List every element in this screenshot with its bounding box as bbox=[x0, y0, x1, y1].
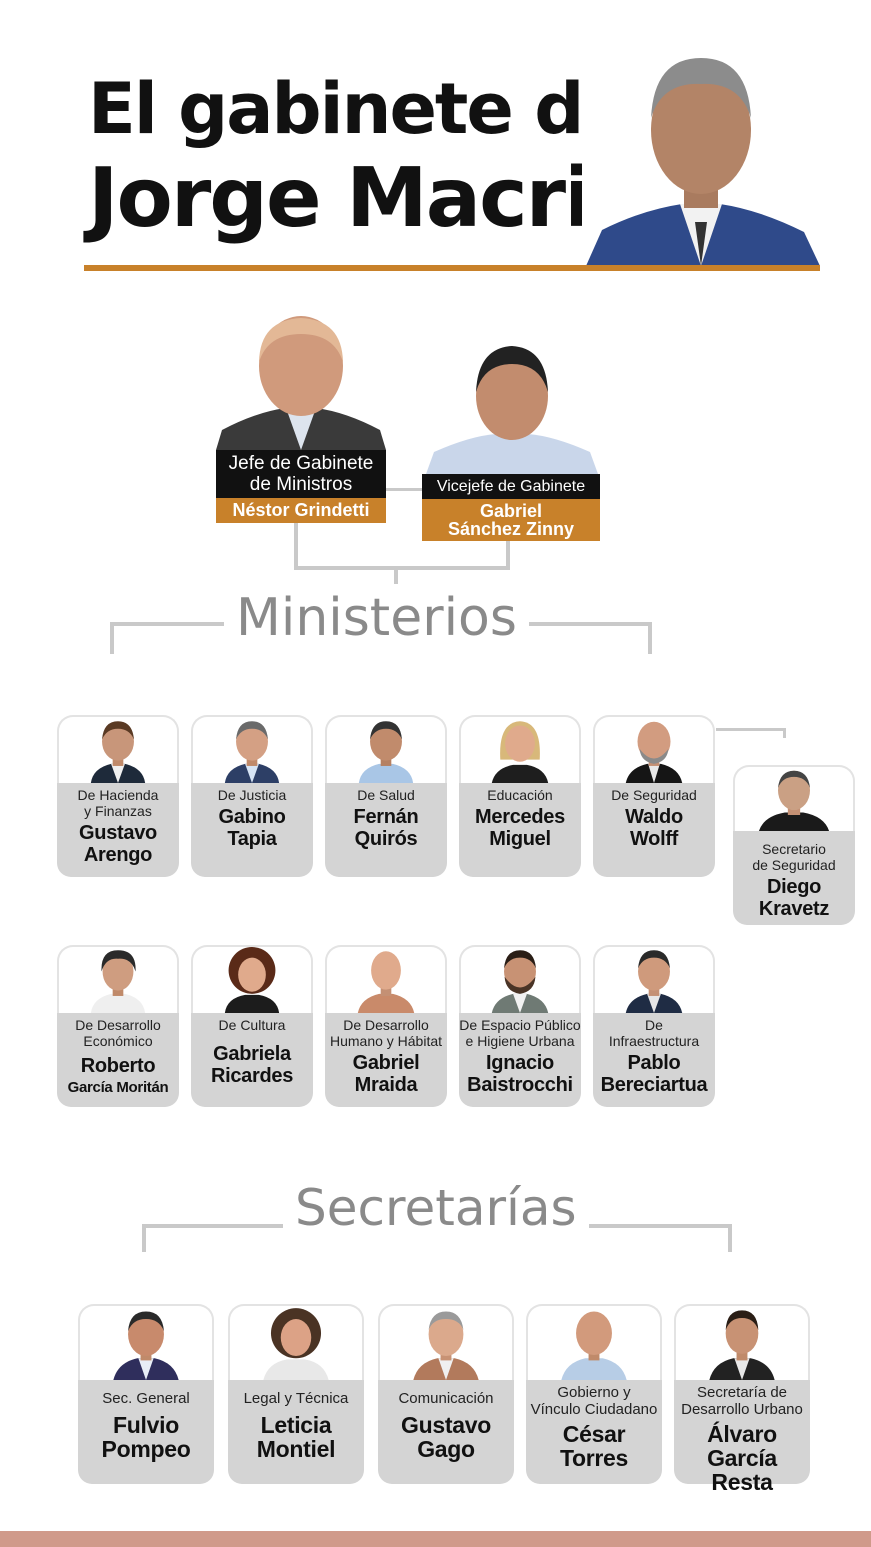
photo-fernan-quiros bbox=[325, 715, 447, 783]
lead-label-jefe: Jefe de Gabinete de Ministros Néstor Gri… bbox=[216, 450, 386, 523]
card-name-2: García Moritán bbox=[67, 1079, 169, 1096]
connector-line bbox=[506, 536, 510, 568]
lead-name: Néstor Grindetti bbox=[216, 498, 386, 523]
card-name: Roberto bbox=[80, 1055, 156, 1077]
secretaria-card: Sec. General Fulvio Pompeo bbox=[78, 1380, 214, 1484]
card-role: De Hacienda y Finanzas bbox=[77, 787, 159, 819]
photo-gustavo-arengo bbox=[57, 715, 179, 783]
minister-card: De Salud Fernán Quirós bbox=[325, 783, 447, 877]
card-role: Gobierno y Vínculo Ciudadano bbox=[530, 1384, 658, 1418]
photo-cesar-torres bbox=[526, 1304, 662, 1380]
photo-gabino-tapia bbox=[191, 715, 313, 783]
title-line-1: El gabinete de bbox=[88, 68, 630, 150]
photo-gustavo-gago bbox=[378, 1304, 514, 1380]
card-role: Sec. General bbox=[102, 1390, 190, 1407]
minister-card: De Desarrollo Económico Roberto García M… bbox=[57, 1013, 179, 1107]
photo-gabriela-ricardes bbox=[191, 945, 313, 1013]
photo-alvaro-garcia-resta bbox=[674, 1304, 810, 1380]
minister-card: De Infraestructura Pablo Bereciartua bbox=[593, 1013, 715, 1107]
card-name: César Torres bbox=[559, 1421, 629, 1471]
photo-waldo-wolff bbox=[593, 715, 715, 783]
card-name: Gabriela Ricardes bbox=[210, 1043, 294, 1087]
header-rule bbox=[84, 265, 820, 271]
connector-line bbox=[728, 1224, 732, 1252]
connector-line bbox=[394, 566, 398, 584]
secretaria-card: Legal y Técnica Leticia Montiel bbox=[228, 1380, 364, 1484]
minister-card: De Seguridad Waldo Wolff bbox=[593, 783, 715, 877]
photo-gabriel-mraida bbox=[325, 945, 447, 1013]
card-role: Legal y Técnica bbox=[243, 1390, 349, 1407]
secretario-seguridad-card: Secretario de Seguridad Diego Kravetz bbox=[733, 831, 855, 925]
title-line-2: Jorge Macri bbox=[88, 151, 592, 246]
card-name: Gustavo Gago bbox=[401, 1412, 491, 1462]
card-name: Mercedes Miguel bbox=[475, 806, 565, 850]
card-name: Gabriel Mraida bbox=[352, 1052, 420, 1096]
secretaria-card: Comunicación Gustavo Gago bbox=[378, 1380, 514, 1484]
lead-label-vicejefe: Vicejefe de Gabinete Gabriel Sánchez Zin… bbox=[422, 474, 600, 541]
card-role: De Cultura bbox=[218, 1017, 286, 1033]
card-role: De Justicia bbox=[217, 787, 287, 803]
minister-card: De Espacio Público e Higiene Urbana Igna… bbox=[459, 1013, 581, 1107]
card-role: De Infraestructura bbox=[608, 1017, 700, 1049]
card-role: De Seguridad bbox=[611, 787, 697, 803]
card-role: Secretaría de Desarrollo Urbano bbox=[681, 1384, 803, 1418]
photo-fulvio-pompeo bbox=[78, 1304, 214, 1380]
section-title-ministerios: Ministerios bbox=[224, 592, 529, 644]
connector-line bbox=[716, 728, 786, 731]
card-role: De Salud bbox=[357, 787, 415, 803]
photo-diego-kravetz bbox=[733, 765, 855, 831]
photo-leticia-montiel bbox=[228, 1304, 364, 1380]
photo-mercedes-miguel bbox=[459, 715, 581, 783]
card-role: De Desarrollo Económico bbox=[75, 1017, 161, 1049]
connector-line bbox=[648, 622, 652, 654]
connector-line bbox=[142, 1224, 146, 1252]
photo-ignacio-baistrocchi bbox=[459, 945, 581, 1013]
card-name: Fulvio Pompeo bbox=[101, 1412, 191, 1462]
photo-pablo-bereciartua bbox=[593, 945, 715, 1013]
minister-card: De Hacienda y Finanzas Gustavo Arengo bbox=[57, 783, 179, 877]
connector-line bbox=[386, 488, 426, 491]
card-name: Pablo Bereciartua bbox=[600, 1052, 708, 1096]
card-role: De Desarrollo Humano y Hábitat bbox=[329, 1017, 443, 1049]
section-title-secretarias: Secretarías bbox=[283, 1183, 589, 1233]
card-name: Diego Kravetz bbox=[758, 876, 830, 920]
minister-card: De Desarrollo Humano y Hábitat Gabriel M… bbox=[325, 1013, 447, 1107]
portrait-nestor-grindetti bbox=[216, 312, 386, 450]
connector-line bbox=[783, 728, 786, 738]
lead-role: Jefe de Gabinete de Ministros bbox=[216, 450, 386, 498]
connector-line bbox=[294, 520, 298, 568]
card-name: Gustavo Arengo bbox=[79, 822, 157, 866]
lead-name: Gabriel Sánchez Zinny bbox=[422, 499, 600, 541]
minister-card: Educación Mercedes Miguel bbox=[459, 783, 581, 877]
portrait-gabriel-sanchez-zinny bbox=[424, 340, 600, 474]
card-name: Leticia Montiel bbox=[256, 1412, 336, 1462]
minister-card: De Cultura Gabriela Ricardes bbox=[191, 1013, 313, 1107]
card-name: Gabino Tapia bbox=[218, 806, 286, 850]
portrait-jorge-macri bbox=[582, 44, 820, 266]
card-role: Secretario de Seguridad bbox=[752, 841, 836, 873]
card-role: Comunicación bbox=[398, 1390, 494, 1407]
bottom-bar bbox=[0, 1531, 871, 1547]
minister-card: De Justicia Gabino Tapia bbox=[191, 783, 313, 877]
connector-line bbox=[110, 622, 114, 654]
card-name: Álvaro García Resta bbox=[707, 1421, 777, 1495]
card-name: Fernán Quirós bbox=[353, 806, 419, 850]
photo-roberto-garcia-moritan bbox=[57, 945, 179, 1013]
connector-line bbox=[294, 566, 510, 570]
card-name: Waldo Wolff bbox=[625, 806, 683, 850]
card-role: Educación bbox=[487, 787, 553, 803]
lead-role: Vicejefe de Gabinete bbox=[422, 474, 600, 499]
card-name: Ignacio Baistrocchi bbox=[467, 1052, 573, 1096]
secretaria-card: Secretaría de Desarrollo Urbano Álvaro G… bbox=[674, 1380, 810, 1494]
card-role: De Espacio Público e Higiene Urbana bbox=[459, 1017, 581, 1049]
secretaria-card: Gobierno y Vínculo Ciudadano César Torre… bbox=[526, 1380, 662, 1484]
